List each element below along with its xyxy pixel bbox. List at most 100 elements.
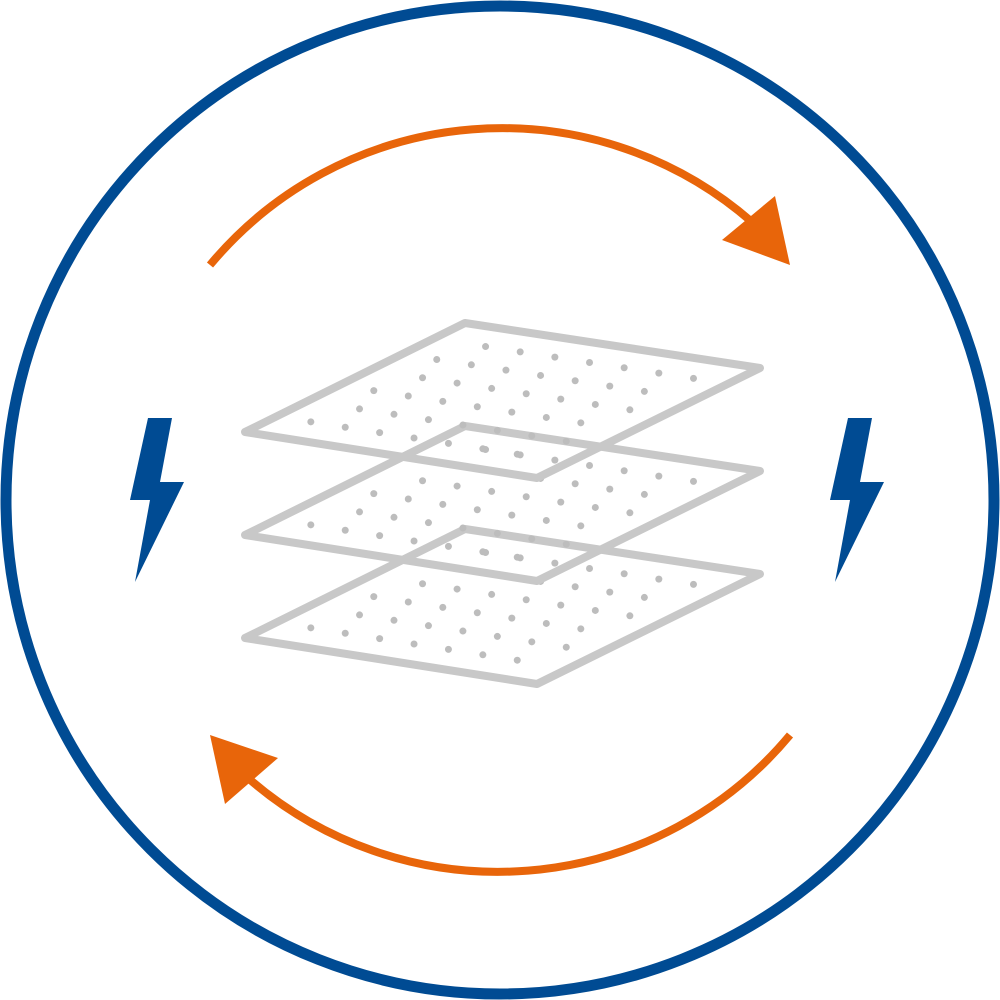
layer-dot xyxy=(376,429,384,437)
layer-dot xyxy=(404,495,412,503)
layer-dot xyxy=(341,629,349,637)
layer-dot xyxy=(689,374,697,382)
layer-dot xyxy=(356,508,364,516)
layer-dot xyxy=(557,498,565,506)
layer-dot xyxy=(488,487,496,495)
layer-dot xyxy=(488,590,496,598)
layer-dot xyxy=(439,397,447,405)
layer-dot xyxy=(551,456,559,464)
layer-dot xyxy=(620,467,628,475)
layer-dot xyxy=(390,410,398,418)
layer-dot xyxy=(390,616,398,624)
layer-dot xyxy=(528,535,536,543)
layer-dot xyxy=(626,406,634,414)
layer-dot xyxy=(479,445,487,453)
layer-dot xyxy=(557,601,565,609)
layer-dot xyxy=(655,369,663,377)
layer-dot xyxy=(542,413,550,421)
layer-outline xyxy=(241,319,764,482)
layer-dot xyxy=(689,580,697,588)
layer-dot xyxy=(479,651,487,659)
layer-dot xyxy=(473,609,481,617)
layer-dot xyxy=(356,611,364,619)
layer-dot xyxy=(640,490,648,498)
layer-dot xyxy=(370,490,378,498)
layer-dot xyxy=(482,343,490,351)
layer-dot xyxy=(655,472,663,480)
layer-dot xyxy=(591,606,599,614)
layer-dot xyxy=(542,619,550,627)
layer-dot xyxy=(453,585,461,593)
layer-dot xyxy=(493,529,501,537)
layer-dot xyxy=(620,364,628,372)
layer-dot xyxy=(606,485,614,493)
layer-dot xyxy=(571,480,579,488)
layer-dot xyxy=(562,540,570,548)
layer-dot xyxy=(591,503,599,511)
layer-dot xyxy=(341,526,349,534)
layer-dot xyxy=(586,461,594,469)
layer-dot xyxy=(444,645,452,653)
layer-dot xyxy=(571,377,579,385)
layer-dot xyxy=(404,598,412,606)
layer-dot xyxy=(586,358,594,366)
layer-dot xyxy=(459,627,467,635)
layer-dot xyxy=(433,355,441,363)
layer-dot xyxy=(626,612,634,620)
layer-dot xyxy=(513,656,521,664)
layer-dot xyxy=(640,387,648,395)
layer-dot xyxy=(655,575,663,583)
layer-dot xyxy=(419,477,427,485)
lightning-bolt-right-icon xyxy=(830,418,884,582)
layer-dot xyxy=(508,511,516,519)
layer-dot xyxy=(419,580,427,588)
layer-dot xyxy=(424,519,432,527)
layer-dot xyxy=(513,553,521,561)
layer-dot xyxy=(390,513,398,521)
layer-dot xyxy=(557,395,565,403)
layer-dot xyxy=(410,640,418,648)
layer-dot xyxy=(307,521,315,529)
layer-dot xyxy=(542,516,550,524)
layer-dot xyxy=(626,509,634,517)
layer-dot xyxy=(502,366,510,374)
stacked-layers-icon xyxy=(241,319,764,688)
layer-dot xyxy=(577,522,585,530)
layer-outline xyxy=(241,422,764,585)
layer-dot xyxy=(562,643,570,651)
layer-dot xyxy=(493,426,501,434)
layer-dot xyxy=(370,387,378,395)
layer-dot xyxy=(404,392,412,400)
layer-dot xyxy=(410,537,418,545)
layer-dot xyxy=(586,564,594,572)
cycle-arrow-bottom-icon xyxy=(210,732,794,876)
layer-dot xyxy=(551,559,559,567)
layer-dot xyxy=(571,583,579,591)
layer-dot xyxy=(459,421,467,429)
layer-dot xyxy=(513,450,521,458)
layer-dot xyxy=(419,374,427,382)
layer-dot xyxy=(640,593,648,601)
layer-dot xyxy=(562,437,570,445)
layer-dot xyxy=(410,434,418,442)
layer-dot xyxy=(516,348,524,356)
layer-dot xyxy=(606,588,614,596)
layer-dot xyxy=(453,482,461,490)
layer-dot xyxy=(473,403,481,411)
layer-sheet xyxy=(241,319,764,482)
layer-outline xyxy=(241,525,764,688)
lightning-bolt-left-icon xyxy=(130,418,184,582)
layer-dot xyxy=(528,432,536,440)
layer-dot xyxy=(522,493,530,501)
layer-dot xyxy=(459,524,467,532)
layer-dot xyxy=(444,542,452,550)
layer-dot xyxy=(577,625,585,633)
layer-dot xyxy=(606,382,614,390)
layer-dot xyxy=(356,405,364,413)
layer-dot xyxy=(439,603,447,611)
layer-dot xyxy=(528,638,536,646)
layer-dot xyxy=(467,361,475,369)
layer-dot xyxy=(376,635,384,643)
